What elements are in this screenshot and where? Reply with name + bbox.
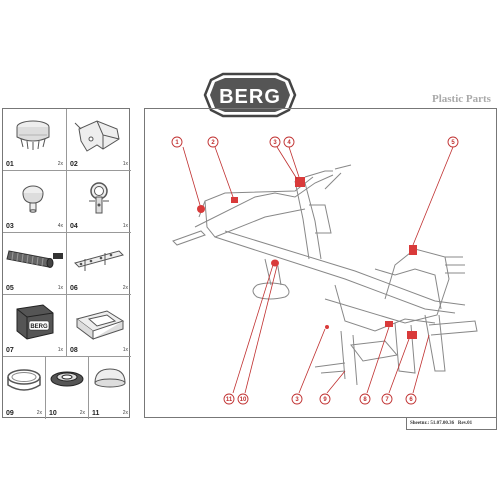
callout-label: 8: [363, 397, 367, 403]
part-qty: 1x: [57, 285, 63, 291]
callout-label: 5: [451, 140, 455, 146]
part-number: 01: [6, 161, 14, 168]
callout-circle: [223, 393, 235, 405]
pedal-arm: [304, 170, 333, 178]
highlight-part-4: [295, 177, 305, 187]
callout-circle: [291, 393, 303, 405]
part-qty: 2x: [79, 410, 85, 416]
ring-icon: [7, 369, 41, 391]
highlight-part-5: [409, 245, 417, 255]
part-number: 03: [6, 223, 14, 230]
callout-label: 11: [226, 397, 233, 403]
callout-label: 7: [385, 397, 389, 403]
highlighted-parts: [197, 170, 417, 339]
sheet-label: Sheetnr.:: [410, 421, 430, 426]
highlight-part-3: [325, 325, 329, 329]
frame-drawing: 1 2 3 4 5 11 10 3 9 8 7 6: [171, 136, 478, 405]
part-qty: 1x: [122, 347, 128, 353]
dome-cap-icon: [94, 368, 126, 388]
callout-circle: [405, 393, 417, 405]
callout-label: 2: [211, 140, 215, 146]
sheet-number: 51.07.00.36: [430, 421, 455, 426]
callout-circle: [283, 136, 295, 148]
highlight-part-10: [271, 259, 279, 267]
holder-icon: [75, 310, 125, 340]
grip-icon: [6, 250, 63, 268]
part-01: 01 2x: [3, 109, 67, 171]
callout-label: 1: [175, 140, 179, 146]
part-06: 06 2x: [67, 233, 131, 295]
part-number: 05: [6, 285, 14, 292]
part-number: 08: [70, 347, 78, 354]
knob-icon: [22, 185, 44, 213]
part-02: 02 1x: [67, 109, 131, 171]
part-05: 05 1x: [3, 233, 67, 295]
callout-label: 4: [287, 140, 291, 146]
callout-circle: [359, 393, 371, 405]
callout-circle: [381, 393, 393, 405]
callout-circle: [447, 136, 459, 148]
part-qty: 1x: [122, 161, 128, 167]
callout-label: 6: [409, 397, 413, 403]
highlight-part-7: [407, 331, 417, 339]
callout-circle: [207, 136, 219, 148]
callout-circle: [171, 136, 183, 148]
callout-circle: [319, 393, 331, 405]
callout-label: 3: [295, 397, 299, 403]
clamp-icon: [89, 182, 109, 214]
part-qty: 1x: [57, 347, 63, 353]
assembly-diagram: 1 2 3 4 5 11 10 3 9 8 7 6: [144, 108, 497, 418]
part-09: 09 2x: [3, 357, 46, 419]
part-qty: 4x: [57, 223, 63, 229]
callout-leaders: [182, 146, 454, 394]
logo-text: BERG: [219, 86, 281, 108]
strip-icon: [74, 250, 124, 271]
part-qty: 1x: [122, 223, 128, 229]
cap-icon: [16, 120, 50, 150]
part-07: BERG 07 1x: [3, 295, 67, 357]
part-qty: 2x: [36, 410, 42, 416]
part-number: 09: [6, 410, 14, 417]
callout-markers: 1 2 3 4 5 11 10 3 9 8 7 6: [171, 136, 459, 405]
callout-label: 3: [273, 140, 277, 146]
part-11: 11 2x: [89, 357, 131, 419]
parts-legend: 01 2x 02 1x 03 4x 04 1x: [2, 108, 131, 419]
part-qty: 2x: [122, 410, 128, 416]
part-number: 11: [92, 410, 100, 417]
part-number: 06: [70, 285, 78, 292]
highlight-part-1: [197, 205, 205, 213]
part-08: 08 1x: [67, 295, 131, 357]
part-number: 04: [70, 223, 78, 230]
part-qty: 2x: [57, 161, 63, 167]
berg-cap-icon: BERG: [16, 304, 54, 340]
frame-outline: [172, 164, 478, 386]
highlight-part-8: [385, 321, 393, 327]
part-03: 03 4x: [3, 171, 67, 233]
sheet-info: Sheetnr.: 51.07.00.36 Rev.01: [406, 418, 497, 430]
section-title: Plastic Parts: [432, 93, 491, 105]
part-04: 04 1x: [67, 171, 131, 233]
part-qty: 2x: [122, 285, 128, 291]
callout-label: 10: [240, 397, 247, 403]
callout-label: 9: [323, 397, 327, 403]
highlight-part-2: [231, 197, 238, 203]
part-number: 10: [49, 410, 57, 417]
sheet-rev: Rev.01: [457, 421, 473, 426]
callout-circle: [269, 136, 281, 148]
part-10: 10 2x: [46, 357, 89, 419]
part-number: 02: [70, 161, 78, 168]
bushing-icon: [50, 371, 84, 387]
svg-text:BERG: BERG: [30, 324, 48, 330]
pedal-bracket-icon: [74, 120, 120, 152]
callout-circle: [237, 393, 249, 405]
part-number: 07: [6, 347, 14, 354]
berg-logo: BERG: [203, 72, 297, 118]
